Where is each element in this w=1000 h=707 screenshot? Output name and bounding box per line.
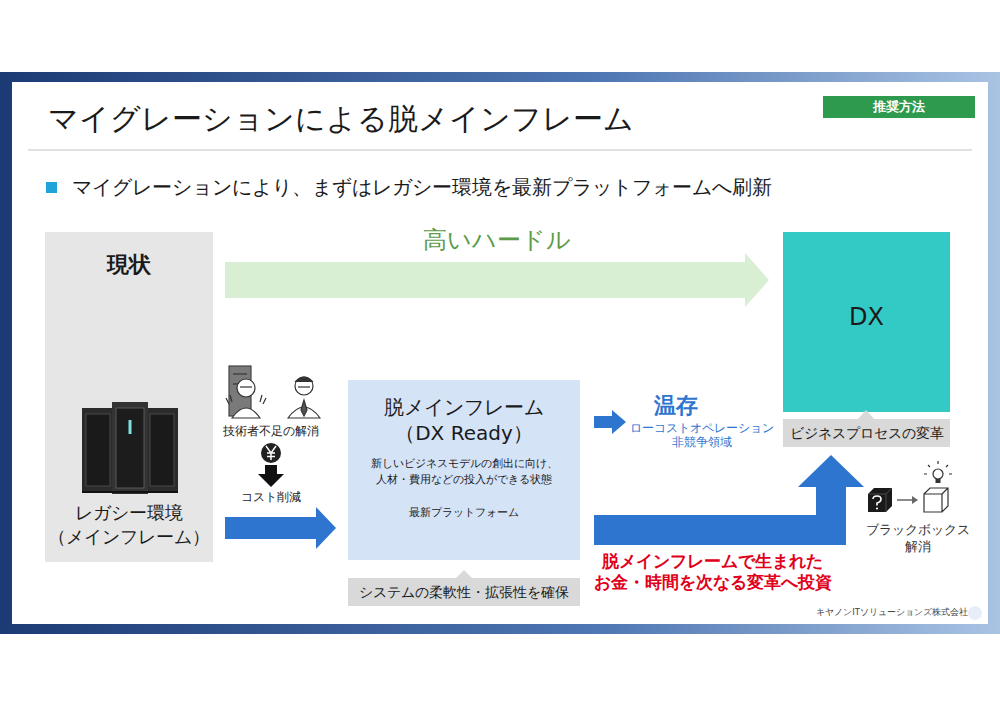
box-body: 新しいビジネスモデルの創出に向け、 人材・費用などの投入ができる状態 (354, 456, 574, 488)
arrow-head (798, 455, 864, 487)
corner-mark (968, 606, 982, 620)
icon-caption: コスト削減 (201, 490, 341, 504)
arrow-head (316, 507, 336, 549)
arrow-head (745, 253, 769, 307)
bullet-square (46, 182, 57, 193)
small-arrow (594, 410, 626, 434)
block-arrow (225, 507, 336, 549)
callout-pointer (857, 410, 875, 420)
bullet-text: マイグレーションにより、まずはレガシー環境を最新プラットフォームへ刷新 (72, 176, 772, 199)
arrow-body (594, 487, 831, 530)
title-rule (28, 149, 972, 150)
goal-text: DX (849, 303, 884, 332)
area-label: 温存 (631, 393, 721, 419)
engineer-icons (226, 366, 320, 418)
arrow-body (225, 517, 316, 539)
mainframe-illustration (82, 402, 178, 494)
cost-down-icon (258, 443, 284, 487)
panel-heading: 現状 (107, 252, 151, 278)
callout-pointer (455, 570, 473, 579)
slide-border (0, 72, 1000, 634)
area-note: ローコストオペレーション 非競争領域 (617, 422, 787, 450)
blackbox-icon (868, 461, 952, 512)
arrow-label: 高いハードル (377, 226, 617, 255)
badge-text: 推奨方法 (873, 99, 925, 115)
icon-caption: ブラックボックス 解消 (858, 522, 978, 556)
icon-caption: 技術者不足の解消 (201, 424, 341, 438)
arrow-label: 脱メインフレームで生まれた お金・時間を次なる変革へ投資 (588, 551, 838, 594)
badge-box: 推奨方法 (823, 96, 975, 118)
note-text: ビジネスプロセスの変革 (790, 425, 944, 442)
goal-box: DX (783, 232, 950, 412)
arrow-body (225, 262, 745, 298)
target-box: 脱メインフレーム （DX Ready） 新しいビジネスモデルの創出に向け、 人材・… (348, 380, 580, 560)
copyright-note: キヤノンITソリューションズ株式会社 (748, 607, 968, 617)
note-text: システムの柔軟性・拡張性を確保 (359, 584, 569, 601)
block-arrow (225, 253, 769, 307)
note-box: ビジネスプロセスの変革 (783, 419, 950, 447)
box-heading: 脱メインフレーム （DX Ready） (374, 394, 554, 446)
panel-label: レガシー環境 （メインフレーム） (48, 501, 210, 548)
current-state-panel: 現状レガシー環境 （メインフレーム） (45, 232, 213, 562)
note-box: システムの柔軟性・拡張性を確保 (348, 578, 580, 606)
box-body: 最新プラットフォーム (409, 506, 519, 519)
slide-ground (12, 82, 988, 624)
block-arrow (594, 455, 864, 530)
slide-title: マイグレーションによる脱メインフレーム (48, 99, 634, 140)
